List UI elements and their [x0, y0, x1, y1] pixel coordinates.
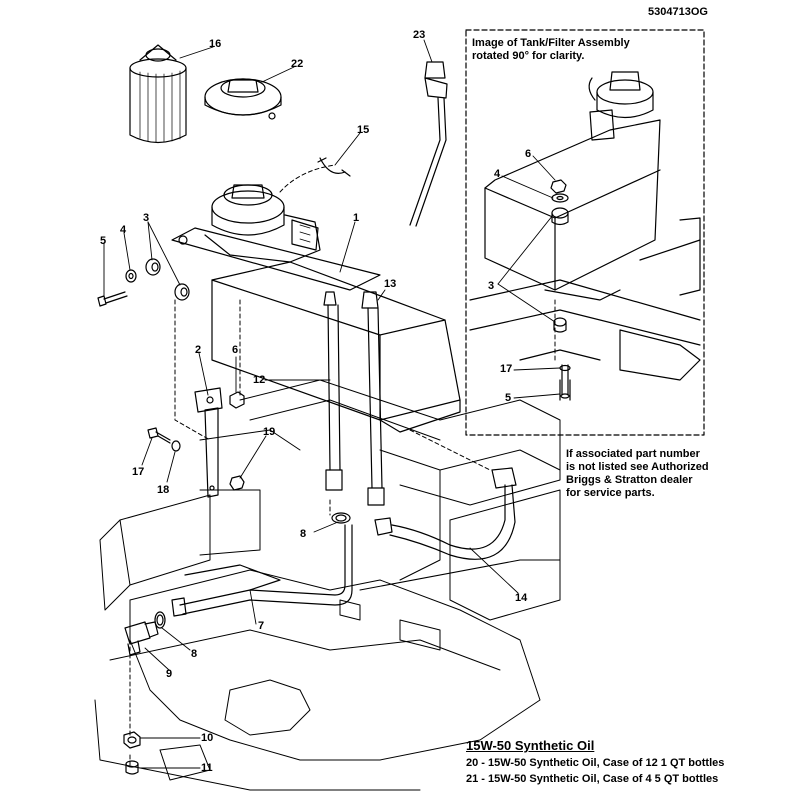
tank-1 [171, 227, 461, 433]
inset-callout-17: 17 [500, 363, 513, 375]
callout-5: 5 [100, 235, 107, 247]
callout-22: 22 [291, 58, 304, 70]
oil-line-20: 20 - 15W-50 Synthetic Oil, Case of 12 1 … [466, 757, 725, 769]
callout-15: 15 [357, 124, 370, 136]
clamp-8b [154, 611, 166, 629]
tube-7 [171, 524, 353, 617]
service-note-line2: is not listed see Authorized [566, 461, 709, 473]
service-note-line3: Briggs & Stratton dealer [566, 474, 693, 486]
callout-8-lower: 8 [191, 648, 198, 660]
callout-7: 7 [258, 620, 265, 632]
inset-callout-6: 6 [525, 148, 532, 160]
washer-18 [171, 440, 181, 452]
inset-callout-4: 4 [494, 168, 501, 180]
dashed-leaders [129, 164, 556, 766]
dipstick-23 [409, 61, 448, 227]
callout-6: 6 [232, 344, 239, 356]
filter-head-assembly [204, 184, 321, 263]
oil-title: 15W-50 Synthetic Oil [466, 738, 595, 753]
inset-border [465, 29, 705, 436]
callout-2: 2 [195, 344, 202, 356]
callout-11: 11 [201, 762, 213, 774]
oil-line-21: 21 - 15W-50 Synthetic Oil, Case of 4 5 Q… [466, 773, 719, 785]
inset-bushing-3 [551, 207, 569, 333]
bracket-2 [194, 387, 223, 498]
bushing-3a [145, 258, 161, 276]
clamp-8a [331, 512, 351, 524]
inset-caption-line1: Image of Tank/Filter Assembly [472, 37, 630, 49]
inset-callout-3: 3 [488, 280, 495, 292]
callout-8-upper: 8 [300, 528, 307, 540]
inset-caption: Image of Tank/Filter Assembly rotated 90… [472, 37, 692, 63]
callout-3: 3 [143, 212, 150, 224]
frame-chassis [94, 379, 561, 791]
callout-14: 14 [515, 592, 528, 604]
inset-nut-6 [550, 179, 567, 194]
callout-1: 1 [353, 212, 360, 224]
callout-17: 17 [132, 466, 145, 478]
inset-tank-assembly [469, 71, 701, 401]
service-note-line1: If associated part number [566, 448, 700, 460]
bushing-3b [174, 283, 190, 301]
hose-clamp-15 [317, 157, 351, 177]
callout-16: 16 [209, 38, 222, 50]
plug-11 [125, 760, 139, 775]
service-note: If associated part number is not listed … [566, 448, 746, 500]
inset-bolt-5 [559, 364, 571, 399]
washer-4 [125, 269, 137, 283]
hose-13 [361, 291, 385, 506]
bolt-5 [97, 291, 128, 307]
nut-6 [229, 391, 245, 409]
filter-cap-22 [204, 78, 282, 120]
filter-element-16 [129, 44, 187, 144]
callout-9: 9 [166, 668, 173, 680]
nut-19 [229, 475, 245, 491]
callout-12: 12 [253, 374, 266, 386]
hose-12 [323, 291, 343, 491]
bolt-17 [147, 427, 171, 444]
callout-18: 18 [157, 484, 170, 496]
inset-caption-line2: rotated 90° for clarity. [472, 50, 585, 62]
fitting-9 [124, 621, 159, 656]
callout-23: 23 [413, 29, 426, 41]
callout-19: 19 [263, 426, 276, 438]
leader-lines [103, 39, 561, 769]
callout-4: 4 [120, 224, 127, 236]
callout-10: 10 [201, 732, 214, 744]
nut-10 [123, 731, 141, 749]
service-note-line4: for service parts. [566, 487, 655, 499]
inset-callout-5: 5 [505, 392, 512, 404]
inset-washer-4 [551, 193, 569, 203]
hose-14 [374, 467, 517, 560]
callout-13: 13 [384, 278, 397, 290]
document-id: 5304713OG [648, 6, 708, 18]
